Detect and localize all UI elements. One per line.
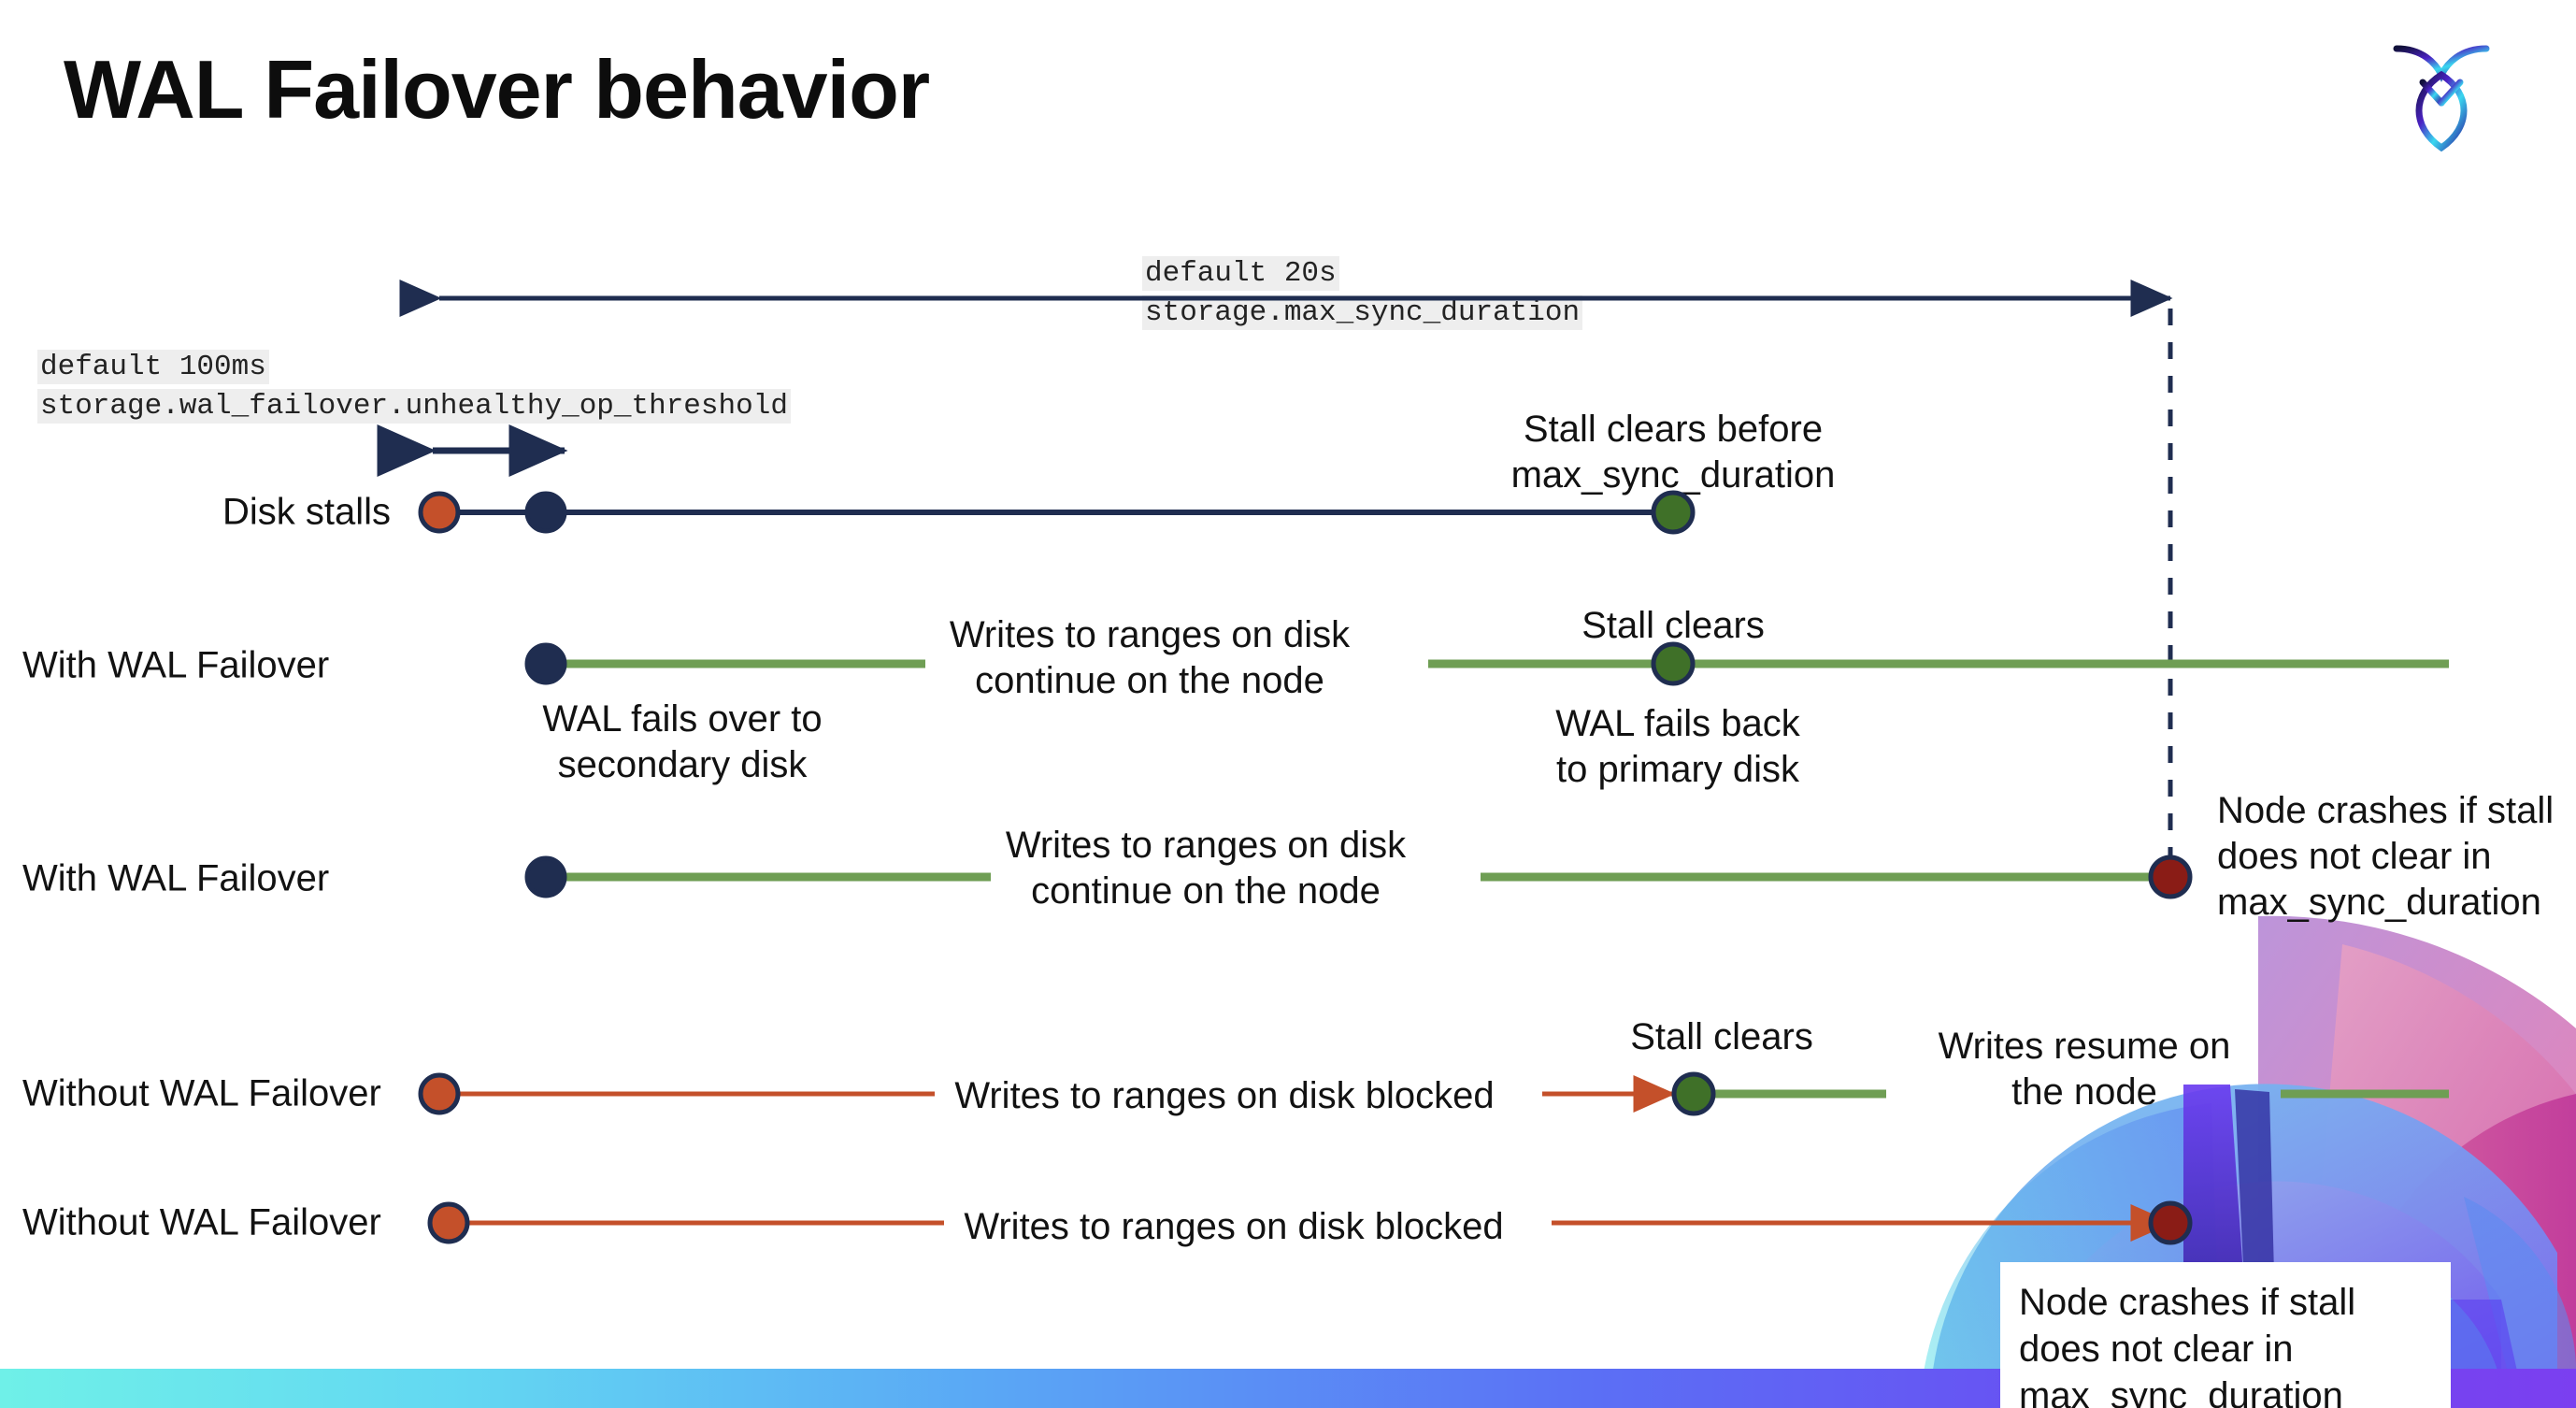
- row-label-with-wal-failover-2: With WAL Failover: [22, 857, 330, 899]
- note-stall-clears-before-max-sync: Stall clears before max_sync_duration: [1510, 409, 1836, 496]
- stall-clears-marker: [1651, 641, 1696, 686]
- row-label-without-wal-failover-1: Without WAL Failover: [22, 1072, 381, 1114]
- note-wal-fails-over-secondary: WAL fails over to secondary disk: [542, 698, 823, 785]
- page-title: WAL Failover behavior: [64, 43, 930, 136]
- note-writes-blocked-2: Writes to ranges on disk blocked: [964, 1206, 1504, 1247]
- stall-start-marker: [427, 1201, 470, 1244]
- note-node-crashes-row3: Node crashes if stall does not clear in …: [2217, 790, 2555, 923]
- note-stall-clears-row2: Stall clears: [1581, 605, 1765, 646]
- note-writes-resume: Writes resume on the node: [1938, 1026, 2231, 1113]
- node-crash-marker: [2148, 1200, 2193, 1245]
- failover-start-marker: [524, 855, 567, 898]
- row-disk-stalls-track: [418, 490, 1696, 535]
- row-label-with-wal-failover-1: With WAL Failover: [22, 644, 330, 686]
- node-crash-marker: [2148, 855, 2193, 899]
- failover-start-marker: [524, 642, 567, 685]
- row-with-failover-1-track: [524, 641, 2449, 686]
- unhealthy-setting-name: storage.wal_failover.unhealthy_op_thresh…: [37, 388, 791, 424]
- note-writes-continue-2: Writes to ranges on disk continue on the…: [1005, 825, 1407, 912]
- row-without-failover-1-track: [418, 1071, 2449, 1116]
- cockroachdb-logo-icon: [2385, 28, 2497, 159]
- unhealthy-op-threshold-label: default 100ms storage.wal_failover.unhea…: [37, 348, 791, 426]
- row-label-without-wal-failover-2: Without WAL Failover: [22, 1201, 381, 1243]
- row-without-failover-2-track: [427, 1200, 2193, 1245]
- stall-start-marker: [418, 1072, 461, 1115]
- row-label-disk-stalls: Disk stalls: [222, 491, 392, 533]
- stall-clears-marker: [1651, 490, 1696, 535]
- unhealthy-default-value: default 100ms: [37, 350, 269, 384]
- note-wal-fails-back-primary: WAL fails back to primary disk: [1555, 703, 1800, 790]
- stall-clears-marker: [1671, 1071, 1716, 1116]
- note-writes-continue-1: Writes to ranges on disk continue on the…: [949, 614, 1351, 701]
- stall-start-marker: [418, 491, 461, 534]
- note-stall-clears-row4: Stall clears: [1630, 1016, 1813, 1057]
- note-writes-blocked-1: Writes to ranges on disk blocked: [954, 1075, 1495, 1116]
- row-with-failover-2-track: [524, 855, 2193, 899]
- failover-trigger-marker: [524, 491, 567, 534]
- callout-node-crashes-row5: Node crashes if stall does not clear in …: [2000, 1262, 2451, 1408]
